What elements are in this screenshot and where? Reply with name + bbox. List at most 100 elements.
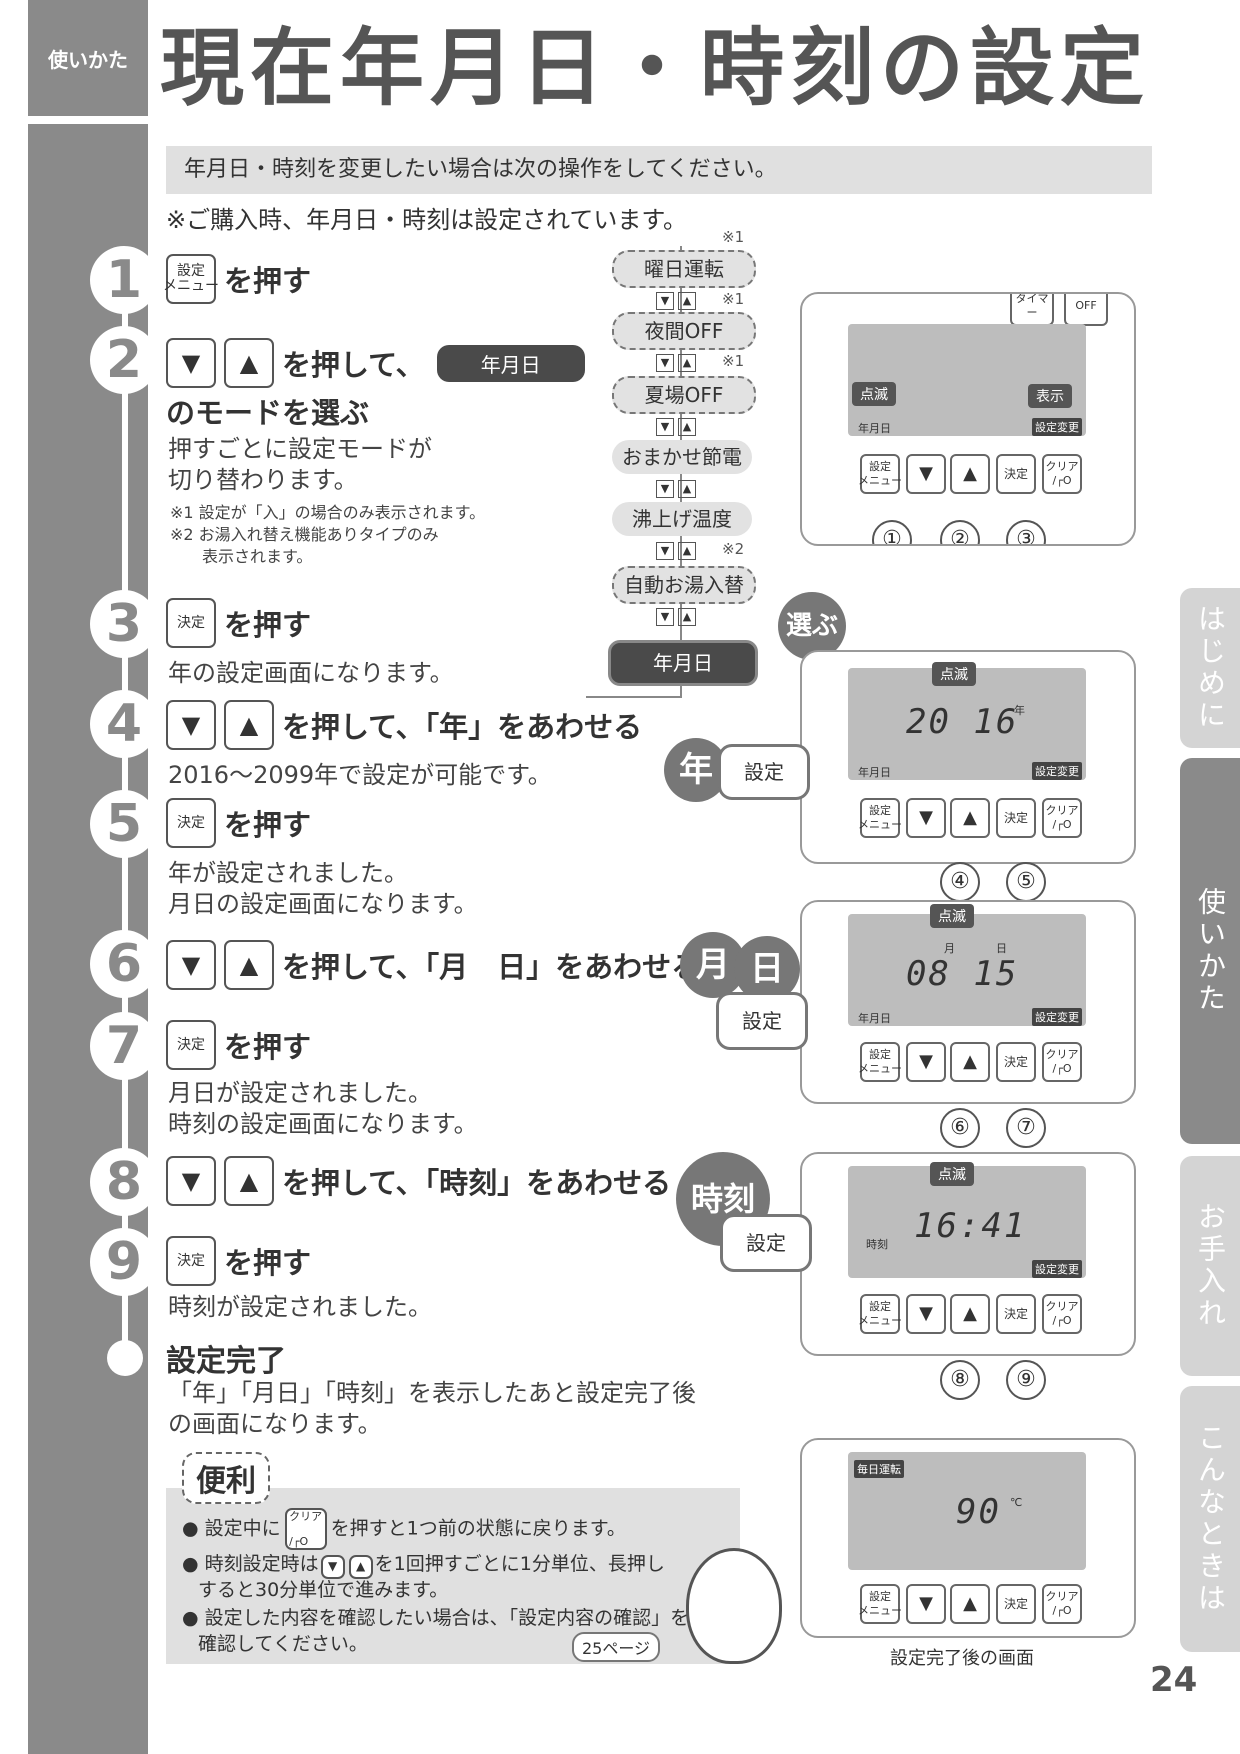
mode-arrows: ▼▲ (656, 542, 696, 560)
lcd-temp-value: 90 (956, 1492, 1001, 1532)
menu-button: 設定 メニュー (858, 1294, 902, 1334)
remote-panel-time: 16:41 時刻 設定変更 設定 メニュー ▼ ▲ 決定 クリア /┌O (800, 1152, 1136, 1356)
tab-usage[interactable]: 使いかた (1180, 758, 1240, 1144)
mode-summer-off: 夏場OFF (612, 376, 756, 414)
up-key-icon: ▲ (224, 338, 274, 388)
step-number-7: 7 (90, 1012, 158, 1080)
down-key-icon: ▼ (166, 940, 216, 990)
tip-3-a: 設定した内容を確認したい場合は、「設定内容の確認」を (204, 1607, 690, 1629)
lcd-screen: 毎日運転 90 ℃ (848, 1452, 1086, 1570)
mode-night-off: 夜間OFF (612, 312, 756, 350)
complete-body-1: 「年」「月日」「時刻」を表示したあと設定完了後 (168, 1379, 696, 1407)
intro-banner: 年月日・時刻を変更したい場合は次の操作をしてください。 (166, 146, 1152, 194)
mark-1: ※1 (722, 352, 745, 370)
step-4-body: 2016〜2099年で設定が可能です。 (168, 761, 552, 789)
step-number-9: 9 (90, 1228, 158, 1296)
step-5-text: を押す (224, 808, 312, 842)
step-5-body-2: 月日の設定画面になります。 (168, 890, 478, 918)
step-8-line: ▼ ▲ を押して、「時刻」をあわせる (166, 1156, 671, 1206)
up-button: ▲ (950, 1294, 990, 1334)
remote-panel-month-day: 08 15 月 日 年月日 設定変更 設定 メニュー ▼ ▲ 決定 クリア /┌… (800, 900, 1136, 1104)
lcd-setting-change: 設定変更 (1032, 418, 1082, 436)
clear-button: クリア /┌O (1042, 1584, 1082, 1624)
lcd-ymd: 年月日 (858, 766, 891, 779)
hand-1-label: ① (872, 520, 912, 544)
tab-care[interactable]: お手入れ (1180, 1156, 1240, 1376)
page-number: 24 (1150, 1660, 1198, 1700)
mode-arrows: ▼▲ (656, 608, 696, 626)
down-button: ▼ (906, 1294, 946, 1334)
tab-intro[interactable]: はじめに (1180, 588, 1240, 748)
tip-3: ● 設定した内容を確認したい場合は、「設定内容の確認」を (182, 1607, 690, 1629)
ok-key-icon: 決定 (166, 1020, 216, 1070)
hand-9-label: ⑨ (1006, 1360, 1046, 1400)
step-2-text-2: のモードを選ぶ (166, 396, 370, 430)
blink-badge: 点滅 (930, 904, 974, 928)
down-key-icon: ▼ (166, 700, 216, 750)
mode-arrows: ▼▲ (656, 480, 696, 498)
ymd-mode-pill: 年月日 (436, 344, 585, 382)
down-button: ▼ (906, 454, 946, 494)
up-arrow-icon: ▲ (678, 292, 696, 310)
lcd-ymd: 年月日 (858, 422, 891, 435)
lcd-time-value: 16:41 (914, 1206, 1027, 1246)
lcd-setting-change: 設定変更 (1032, 1260, 1082, 1278)
mark-1: ※1 (722, 228, 745, 246)
up-button: ▲ (950, 1584, 990, 1624)
mode-arrows: ▼▲ (656, 292, 696, 310)
lcd-year-unit: 年 (1014, 704, 1025, 717)
hand-5-label: ⑤ (1006, 862, 1046, 902)
mark-1: ※1 (722, 290, 745, 308)
step-3-line: 決定 を押す (166, 598, 311, 648)
step-7-line: 決定 を押す (166, 1020, 311, 1070)
up-button: ▲ (950, 798, 990, 838)
ok-key-icon: 決定 (166, 1236, 216, 1286)
tip-3-b: 確認してください。 (198, 1633, 368, 1655)
down-arrow-icon: ▼ (656, 292, 674, 310)
step-number-4: 4 (90, 690, 158, 758)
remote-panel-mode: タイマー OFF 年月日 設定変更 点滅 表示 設定 メニュー ▼ ▲ 決定 ク… (800, 292, 1136, 546)
lcd-temp-unit: ℃ (1010, 1496, 1023, 1509)
step-6-text: を押して、「月 日」をあわせる (282, 950, 701, 984)
up-arrow-icon: ▲ (678, 608, 696, 626)
year-set-callout: 設定 (718, 744, 810, 800)
step-number-2: 2 (90, 326, 158, 394)
lcd-setting-change: 設定変更 (1032, 1008, 1082, 1026)
tab-troubleshooting[interactable]: こんなときは (1180, 1386, 1240, 1652)
remote-panel-complete: 毎日運転 90 ℃ 設定 メニュー ▼ ▲ 決定 クリア /┌O (800, 1438, 1136, 1638)
down-button: ▼ (906, 1042, 946, 1082)
step-2-body-1: 押すごとに設定モードが (168, 435, 432, 463)
step-2-note-2: ※2 お湯入れ替え機能ありタイプのみ (170, 525, 439, 544)
step-2-body-2: 切り替わります。 (168, 466, 358, 494)
hand-6-label: ⑥ (940, 1108, 980, 1148)
timer-button: タイマー (1010, 294, 1054, 326)
step-number-6: 6 (90, 930, 158, 998)
step-7-body-2: 時刻の設定画面になります。 (168, 1110, 478, 1138)
menu-button: 設定 メニュー (858, 454, 902, 494)
tip-1-a: 設定中に (204, 1517, 281, 1540)
mode-eco: おまかせ節電 (612, 440, 752, 474)
up-arrow-icon: ▲ (678, 418, 696, 436)
mode-ymd-selected: 年月日 (608, 640, 758, 686)
step-1-text: を押す (224, 264, 312, 298)
clear-key-icon: クリア /┌O (284, 1508, 327, 1550)
step-2-text: を押して、 (282, 348, 425, 382)
step-number-5: 5 (90, 790, 158, 858)
page-reference-link[interactable]: 25ページ (572, 1632, 661, 1662)
tip-2-a: 時刻設定時は (204, 1553, 319, 1575)
timeline-end-dot (107, 1340, 143, 1376)
up-arrow-icon: ▲ (678, 480, 696, 498)
step-9-line: 決定 を押す (166, 1236, 311, 1286)
blink-badge: 点滅 (930, 1162, 974, 1186)
section-tag: 使いかた (28, 0, 148, 116)
lcd-day-unit: 日 (996, 942, 1007, 955)
down-key-icon: ▼ (320, 1554, 345, 1579)
up-key-icon: ▲ (224, 700, 274, 750)
down-button: ▼ (906, 1584, 946, 1624)
mode-weekday: 曜日運転 (612, 250, 756, 288)
step-8-text: を押して、「時刻」をあわせる (282, 1166, 672, 1200)
lcd-time-label: 時刻 (866, 1238, 888, 1251)
menu-button: 設定 メニュー (858, 1042, 902, 1082)
ok-button: 決定 (996, 454, 1036, 494)
up-key-icon: ▲ (348, 1554, 373, 1579)
